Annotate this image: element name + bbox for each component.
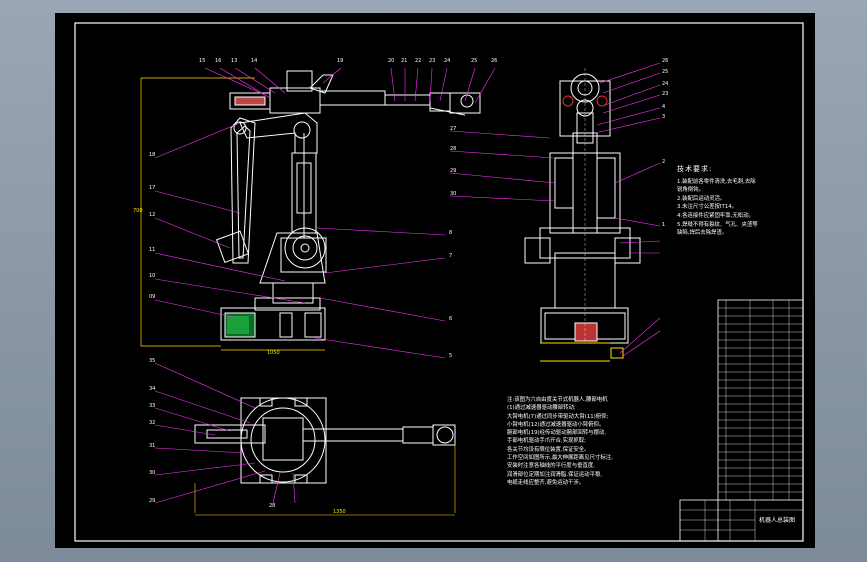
balloon: 33 (149, 403, 156, 409)
balloon: 26 (662, 58, 669, 64)
tech-line: 1.装配前各零件清洗,去毛刺,去除 (677, 178, 756, 185)
assembly-notes: 注:该图为六自由度关节式机器人,腰部电机 (1)通过减速器驱动腰部转动; 大臂电… (507, 396, 722, 487)
balloon: 6 (449, 316, 453, 322)
balloon: 4 (662, 104, 666, 110)
balloon: 16 (215, 58, 222, 64)
balloon: 21 (401, 58, 408, 64)
balloon: 17 (149, 185, 156, 191)
balloon: 2 (662, 159, 666, 165)
dimension-height: 700 (133, 208, 143, 214)
tech-line: 5.焊缝不得有裂纹、气孔、夹渣等 (677, 221, 758, 228)
note-line: 各关节均设有限位装置,保证安全。 (507, 446, 590, 453)
front-leaders (449, 62, 661, 357)
plan-leaders (154, 362, 296, 504)
balloon: 25 (471, 58, 478, 64)
balloon: 29 (450, 168, 457, 174)
balloon: 13 (231, 58, 238, 64)
balloon: 25 (662, 69, 669, 75)
balloon: 5 (449, 353, 453, 359)
balloon: 28 (269, 503, 276, 509)
note-line: 电缆走线应整齐,避免运动干涉。 (507, 479, 585, 486)
balloon: 20 (388, 58, 395, 64)
tech-line: 2.装配后运动灵活。 (677, 195, 726, 202)
balloon: 10 (149, 273, 156, 279)
dimension-plan: 1350 (333, 509, 346, 515)
cad-drawing (74, 22, 804, 542)
balloon: 14 (251, 58, 258, 64)
note-line: 小臂电机(12)通过减速器驱动小臂俯仰。 (507, 421, 605, 428)
balloon: 3 (662, 114, 666, 120)
balloon: 27 (450, 126, 457, 132)
balloon: 15 (199, 58, 206, 64)
balloon: 22 (415, 58, 422, 64)
note-line: 安装时注意各轴线的平行度与垂直度, (507, 463, 595, 470)
balloon: 30 (149, 470, 156, 476)
balloon: 28 (450, 146, 457, 152)
balloon: 24 (444, 58, 451, 64)
note-line: (1)通过减速器驱动腰部转动; (507, 405, 576, 412)
balloon: 31 (149, 443, 156, 449)
balloon: 18 (149, 152, 156, 158)
balloon: 09 (149, 294, 156, 300)
parts-list (717, 299, 804, 542)
balloon: 8 (449, 230, 453, 236)
dimension-base: 1050 (267, 350, 280, 356)
balloon: 12 (149, 212, 156, 218)
title-block (679, 499, 804, 542)
balloon: 7 (449, 253, 453, 259)
note-line: 腕部电机(19)经传动驱动腕部回转与摆动, (507, 430, 607, 437)
tech-line: 3.未注尺寸公差按IT14。 (677, 204, 738, 211)
tech-line: 锐角倒钝。 (677, 187, 704, 194)
parts-list-rows (718, 300, 803, 500)
tech-line: 4.各连接件应紧固牢靠,无松动。 (677, 212, 754, 219)
balloon: 24 (662, 81, 669, 87)
note-line: 工作空间如图所示,最大伸展距离见尺寸标注, (507, 455, 613, 462)
balloon: 35 (149, 358, 156, 364)
title-block-name: 机器人总装图 (759, 517, 796, 524)
side-view (140, 67, 496, 359)
technical-requirements: 技术要求: 1.装配前各零件清洗,去毛刺,去除 锐角倒钝。 2.装配后运动灵活。… (677, 165, 772, 238)
drawing-sheet: 15 16 13 14 19 20 21 22 23 24 25 26 18 1… (55, 13, 815, 548)
balloon: 11 (149, 247, 156, 253)
balloon: 34 (149, 386, 156, 392)
balloon: 23 (662, 91, 669, 97)
inner-border (74, 22, 804, 542)
tech-line: 缺陷,焊后去除焊渣。 (677, 230, 728, 237)
tech-title: 技术要求: (677, 165, 713, 173)
balloon: 30 (450, 191, 457, 197)
balloon: 26 (491, 58, 498, 64)
balloon: 29 (149, 498, 156, 504)
note-line: 润滑部位定期加注润滑脂,保证运动平稳, (507, 471, 603, 478)
front-view (524, 68, 641, 362)
balloon: 32 (149, 420, 156, 426)
balloon: 19 (337, 58, 344, 64)
balloon: 1 (662, 222, 666, 228)
note-line: 手部电机驱动手爪开合,实现抓取; (507, 438, 586, 445)
note-line: 注:该图为六自由度关节式机器人,腰部电机 (507, 397, 608, 403)
note-line: 大臂电机(7)通过同步带驱动大臂(11)俯仰; (507, 413, 609, 420)
balloon: 23 (429, 58, 436, 64)
plan-view (194, 397, 456, 516)
